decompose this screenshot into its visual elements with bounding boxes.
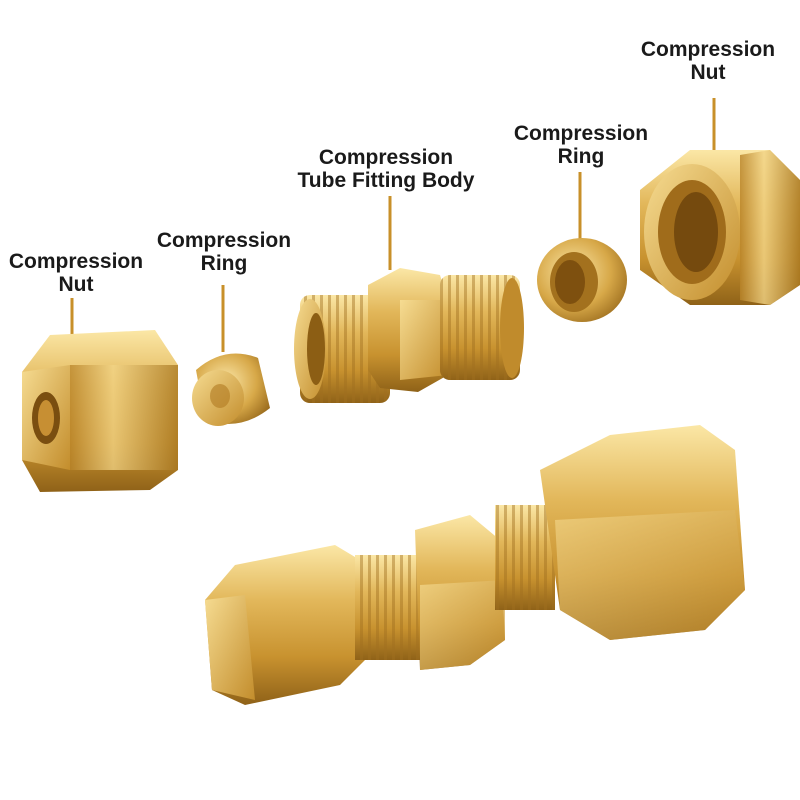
compression-ring-left <box>192 353 270 426</box>
label-ring-right-line1: Compression <box>513 122 649 145</box>
label-ring-right-line2: Ring <box>557 145 605 168</box>
label-nut-right-line1: Compression <box>640 38 776 61</box>
label-compression-nut-right: Compression Nut <box>630 38 786 84</box>
label-nut-right-line2: Nut <box>690 61 726 84</box>
compression-tube-fitting-body <box>294 268 524 403</box>
label-nut-left-line1: Compression <box>8 250 144 273</box>
label-compression-tube-fitting-body: Compression Tube Fitting Body <box>284 146 488 192</box>
label-ring-left-line2: Ring <box>200 252 248 275</box>
label-nut-left-line2: Nut <box>58 273 94 296</box>
label-compression-ring-left: Compression Ring <box>148 229 300 275</box>
label-body-line2: Tube Fitting Body <box>297 169 475 192</box>
compression-nut-left <box>22 330 178 492</box>
compression-nut-right <box>640 150 800 305</box>
compression-ring-right <box>537 238 627 322</box>
label-ring-left-line1: Compression <box>156 229 292 252</box>
label-body-line1: Compression <box>318 146 454 169</box>
label-compression-nut-left: Compression Nut <box>0 250 152 296</box>
assembled-fitting <box>205 425 745 705</box>
label-compression-ring-right: Compression Ring <box>503 122 659 168</box>
